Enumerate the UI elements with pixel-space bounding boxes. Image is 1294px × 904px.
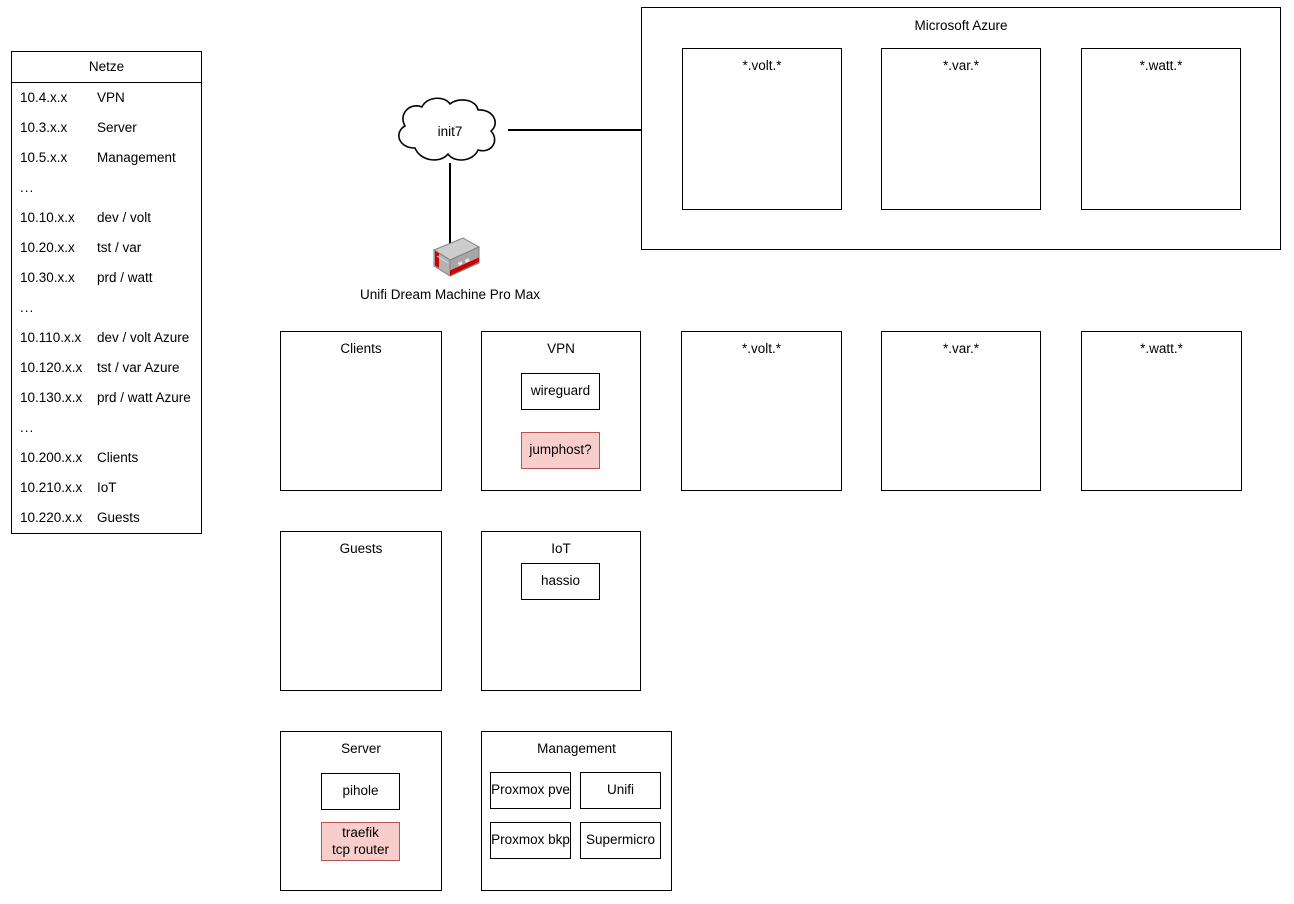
node-traefik-tcp-router[interactable]: traefik tcp router <box>321 822 400 861</box>
node-hassio[interactable]: hassio <box>521 563 600 600</box>
vlan-title: Clients <box>340 341 382 356</box>
netze-cidr: ... <box>20 420 35 435</box>
azure-zone-var: *.var.* <box>881 48 1041 210</box>
table-row: 10.5.x.x Management <box>12 143 201 173</box>
netze-name: tst / var <box>97 240 142 255</box>
netze-name: IoT <box>97 480 117 495</box>
netze-name: prd / watt Azure <box>97 390 191 405</box>
node-jumphost[interactable]: jumphost? <box>521 432 600 469</box>
node-label: Unifi <box>606 782 634 798</box>
internet-cloud: init7 <box>388 96 512 166</box>
vlan-onprem-volt: *.volt.* <box>681 331 842 491</box>
vlan-title: *.volt.* <box>741 341 782 356</box>
netze-cidr: 10.110.x.x <box>20 330 82 345</box>
node-proxmox-pve[interactable]: Proxmox pve <box>490 772 571 809</box>
cloud-icon <box>398 97 496 161</box>
vlan-title: VPN <box>547 341 575 356</box>
netze-cidr: 10.130.x.x <box>20 390 83 405</box>
table-row: 10.130.x.x prd / watt Azure <box>12 383 201 413</box>
netze-name: Clients <box>97 450 139 465</box>
table-row-separator: ... <box>12 173 201 203</box>
node-wireguard[interactable]: wireguard <box>521 373 600 410</box>
node-label: hassio <box>540 573 581 589</box>
firewall-appliance-icon <box>432 237 481 277</box>
azure-title: Microsoft Azure <box>914 18 1008 33</box>
netze-cidr: 10.220.x.x <box>20 510 83 525</box>
netze-table-header: Netze <box>12 52 201 83</box>
netze-cidr: 10.10.x.x <box>20 210 75 225</box>
vlan-title: *.var.* <box>942 341 980 356</box>
vlan-title: *.watt.* <box>1140 341 1183 356</box>
netze-name: tst / var Azure <box>97 360 180 375</box>
netze-cidr: ... <box>20 300 35 315</box>
netze-cidr: 10.200.x.x <box>20 450 83 465</box>
azure-zone-title: *.watt.* <box>1139 58 1183 73</box>
node-pihole[interactable]: pihole <box>321 773 400 810</box>
node-label: Proxmox pve <box>491 782 570 798</box>
connector-cloud-to-gateway <box>449 163 451 246</box>
netze-table-body: 10.4.x.x VPN 10.3.x.x Server 10.5.x.x Ma… <box>12 83 201 533</box>
netze-cidr: 10.210.x.x <box>20 480 83 495</box>
vlan-title: Server <box>341 741 381 756</box>
table-row-separator: ... <box>12 413 201 443</box>
azure-zone-title: *.volt.* <box>742 58 782 73</box>
vlan-iot: IoT <box>481 531 641 691</box>
netze-cidr: 10.120.x.x <box>20 360 83 375</box>
gateway-device <box>418 236 482 284</box>
vlan-guests: Guests <box>280 531 442 691</box>
netze-name: Server <box>97 120 137 135</box>
vlan-onprem-watt: *.watt.* <box>1081 331 1242 491</box>
node-label: pihole <box>342 783 379 799</box>
netze-table: Netze 10.4.x.x VPN 10.3.x.x Server 10.5.… <box>11 51 202 534</box>
vlan-management: Management <box>481 731 672 891</box>
node-label: jumphost? <box>529 442 592 458</box>
netze-name: VPN <box>97 90 125 105</box>
node-proxmox-bkp[interactable]: Proxmox bkp <box>490 822 571 859</box>
node-label: Supermicro <box>585 832 656 848</box>
node-label: wireguard <box>530 383 591 399</box>
table-row: 10.3.x.x Server <box>12 113 201 143</box>
vlan-title: IoT <box>551 541 571 556</box>
netze-name: Management <box>97 150 176 165</box>
table-row-separator: ... <box>12 293 201 323</box>
table-row: 10.30.x.x prd / watt <box>12 263 201 293</box>
vlan-title: Guests <box>339 541 383 556</box>
vlan-onprem-var: *.var.* <box>881 331 1041 491</box>
table-row: 10.20.x.x tst / var <box>12 233 201 263</box>
node-supermicro[interactable]: Supermicro <box>580 822 661 859</box>
netze-name: dev / volt <box>97 210 152 225</box>
connector-cloud-to-azure <box>508 129 642 131</box>
azure-zone-title: *.var.* <box>942 58 980 73</box>
table-row: 10.120.x.x tst / var Azure <box>12 353 201 383</box>
table-row: 10.110.x.x dev / volt Azure <box>12 323 201 353</box>
netze-cidr: 10.30.x.x <box>20 270 75 285</box>
netze-name: Guests <box>97 510 140 525</box>
netze-name: prd / watt <box>97 270 153 285</box>
node-unifi[interactable]: Unifi <box>580 772 661 809</box>
azure-zone-watt: *.watt.* <box>1081 48 1241 210</box>
table-row: 10.200.x.x Clients <box>12 443 201 473</box>
node-label-line-1: traefik <box>342 824 379 840</box>
node-label-line-2: tcp router <box>331 841 390 857</box>
node-label: Proxmox bkp <box>491 832 570 848</box>
table-row: 10.220.x.x Guests <box>12 503 201 533</box>
netze-cidr: 10.5.x.x <box>20 150 68 165</box>
table-row: 10.210.x.x IoT <box>12 473 201 503</box>
vlan-server: Server <box>280 731 442 891</box>
netze-cidr: 10.20.x.x <box>20 240 75 255</box>
vlan-clients: Clients <box>280 331 442 491</box>
gateway-label: Unifi Dream Machine Pro Max <box>359 287 541 302</box>
netze-cidr: ... <box>20 180 35 195</box>
table-row: 10.4.x.x VPN <box>12 83 201 113</box>
netze-cidr: 10.4.x.x <box>20 90 68 105</box>
azure-zone-volt: *.volt.* <box>682 48 842 210</box>
vlan-title: Management <box>537 741 616 756</box>
cloud-label: init7 <box>437 123 463 139</box>
netze-cidr: 10.3.x.x <box>20 120 68 135</box>
netze-name: dev / volt Azure <box>97 330 190 345</box>
table-row: 10.10.x.x dev / volt <box>12 203 201 233</box>
